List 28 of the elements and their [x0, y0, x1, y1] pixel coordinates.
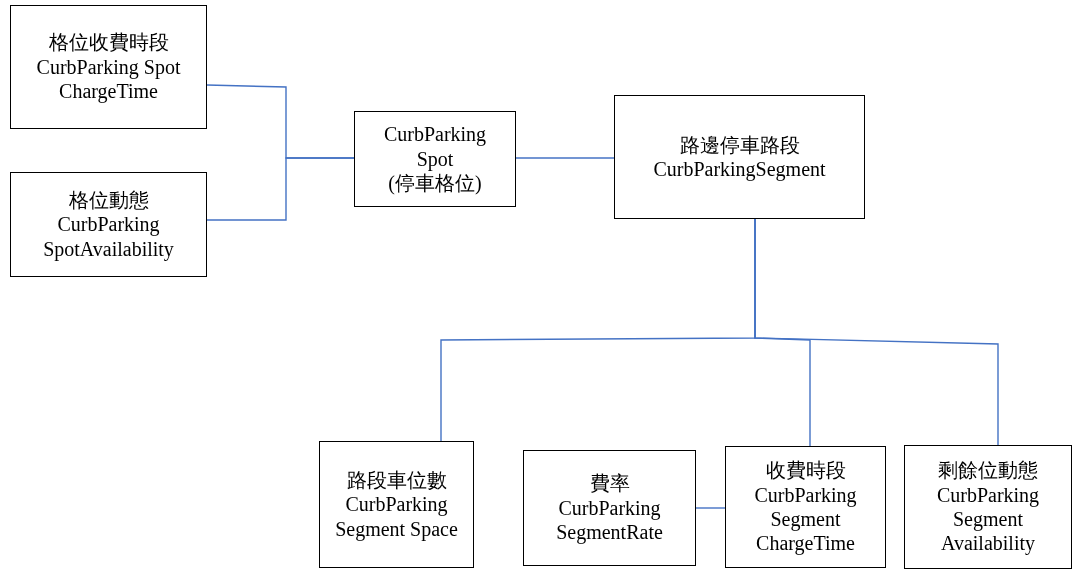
entity-name: CurbParking Segment Space — [334, 492, 459, 542]
entity-name: CurbParking Spot — [382, 122, 488, 172]
entity-box — [10, 5, 207, 129]
entity-name: CurbParking SpotAvailability — [42, 212, 175, 262]
entity-box — [725, 446, 886, 568]
entity-name: CurbParking Segment Availability — [935, 482, 1041, 556]
entity-name: CurbParking Spot ChargeTime — [35, 54, 182, 104]
entity-name: 格位動態 — [68, 187, 149, 213]
connector-line — [515, 157, 615, 159]
entity-box — [10, 172, 207, 277]
entity-name: 收費時段 — [765, 458, 846, 483]
entity-name: CurbParking SegmentRate — [555, 495, 664, 545]
entity-box — [354, 111, 516, 207]
entity-name: 格位收費時段 — [48, 30, 169, 55]
entity-name: 路邊停車路段 — [679, 132, 800, 157]
entity-box — [614, 95, 865, 219]
entity-box — [904, 445, 1072, 569]
entity-box — [523, 450, 696, 566]
connector-line — [206, 157, 355, 221]
connector-line — [695, 507, 726, 509]
connector-line — [754, 218, 999, 446]
entity-name: 路段車位數 — [346, 467, 447, 493]
entity-name: (停車格位) — [388, 171, 482, 196]
entity-name: 費率 — [589, 471, 630, 496]
entity-name: CurbParking Segment ChargeTime — [753, 482, 858, 556]
entity-box — [319, 441, 474, 568]
entity-name: 剩餘位動態 — [938, 458, 1038, 483]
entity-name: CurbParkingSegment — [653, 157, 826, 182]
